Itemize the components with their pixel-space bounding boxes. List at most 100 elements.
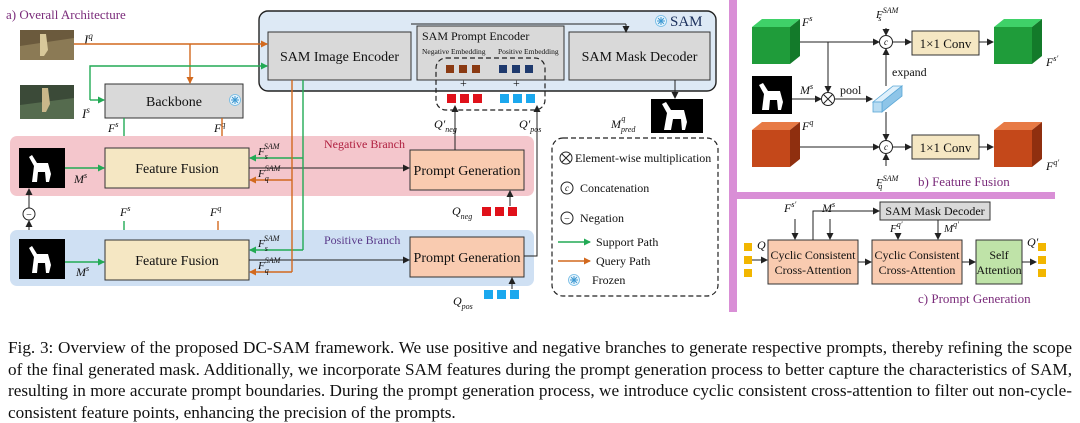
b-fq-prime-label: Fq′ [1045,158,1059,173]
pred-mask-label: Mpredq [610,114,636,134]
panel-c-title: c) Prompt Generation [918,291,1031,306]
c-self-attention-line2: Attention [976,263,1021,277]
c-self-attention [975,239,1023,285]
legend-query: Query Path [596,254,650,268]
c-cca-2-line2: Cross-Attention [879,263,956,277]
sam-frozen-icon [655,15,667,27]
qpos-tokens [484,290,519,299]
support-path-to-sam [89,62,268,100]
legend-concat: Concatenation [580,181,649,195]
qneg-label: Qneg [452,204,472,221]
neg-prompt-generation [409,149,525,191]
b-conv-top [911,30,980,56]
c-self-attention-line1: Self [989,248,1008,262]
svg-text:c: c [884,142,888,152]
backbone-fq-label: Fq [213,120,225,135]
fq-output-cube [994,122,1042,167]
neg-fs-sam-label: FsSAM [257,142,281,161]
fq-input-cube [752,122,800,167]
sam-image-encoder-label: SAM Image Encoder [280,50,399,65]
negative-embedding-label: Negative Embedding [422,47,486,56]
c-query-tokens [744,243,752,277]
b-pooled-vector [871,85,904,113]
plus-sign-pos: + [513,76,520,90]
query-image-label: Iq [83,31,93,47]
sam-prompt-encoder-label: SAM Prompt Encoder [422,29,529,43]
pos-feature-fusion [104,239,250,281]
support-image-label: Is [81,105,90,121]
svg-text:−: − [564,214,570,225]
c-cca-2 [871,239,963,285]
sam-image-encoder [267,31,412,81]
c-q-label: Q [757,238,766,252]
backbone [104,83,244,119]
c-output-tokens [1038,243,1046,277]
negative-branch-label: Negative Branch [324,137,405,151]
c-cca1-to-decoder [812,207,880,240]
neg-feature-fusion [104,147,250,189]
pos-fq-input-label: Fq [209,204,221,219]
c-q-prime-label: Q′ [1027,235,1039,249]
backbone-fs-label: Fs [107,120,118,135]
prompt-tokens-box [435,57,546,111]
b-fs-label: Fs [801,14,812,29]
pos-prompt-generation [409,236,525,278]
sam-label: SAM [670,14,703,30]
pos-mask-label: Ms [75,264,89,279]
legend-support: Support Path [596,235,658,249]
c-fq-prime-label: Fq′ [889,220,903,235]
b-conv-top-label: 1×1 Conv [920,36,972,51]
horizontal-separator [737,192,1055,199]
positive-embedding-tokens [499,65,533,73]
neg-mask-label: Ms [73,171,87,186]
qpos-label: Qpos [453,294,473,311]
plus-sign-neg: + [460,76,467,90]
legend-box [551,137,719,297]
fs-input-cube [752,19,800,64]
legend-frozen: Frozen [592,273,625,287]
panel-a-title: a) Overall Architecture [6,7,126,22]
c-sam-mask-decoder [879,201,991,221]
backbone-label: Backbone [146,95,202,110]
c-fs-prime-label: Fs′ [783,200,796,215]
b-pool-label: pool [840,83,862,97]
panel-b-title: b) Feature Fusion [918,174,1010,189]
pos-fs-sam-label: FsSAM [257,234,281,253]
b-expand-label: expand [892,65,927,79]
sam-mask-decoder [568,31,711,81]
backbone-frozen-icon [229,94,241,106]
c-cca-1 [767,239,859,285]
pos-feature-fusion-label: Feature Fusion [135,254,219,269]
b-ms-label: Ms [799,82,813,97]
neg-prompt-generation-label: Prompt Generation [414,164,521,179]
negative-embedding-tokens [446,65,480,73]
legend-elementwise: Element-wise multiplication [575,151,711,165]
qneg-prime-label: Q′neg [434,117,457,134]
svg-text:−: − [26,210,32,221]
c-cca-2-line1: Cyclic Consistent [875,248,961,262]
negative-prompt-tokens [447,94,482,103]
legend-frozen-icon [568,274,580,286]
qneg-tokens [482,207,517,216]
sam-prompt-encoder [416,25,565,81]
pos-prompt-to-sam [524,105,541,257]
c-sam-mask-decoder-label: SAM Mask Decoder [885,204,984,218]
positive-embedding-label: Positive Embedding [498,47,559,56]
architecture-figure: a) Overall Architecture SAM SAM Image En… [6,0,1059,312]
c-ms-label: Ms [821,200,835,215]
legend-concat-symbol [560,181,574,195]
b-fq-label: Fq [801,118,813,133]
qpos-prime-label: Q′pos [519,117,541,134]
fs-output-cube [994,19,1042,64]
legend-negation: Negation [580,211,624,225]
svg-text:c: c [884,37,888,47]
c-cca-1-line2: Cross-Attention [775,263,852,277]
b-conv-bottom-label: 1×1 Conv [920,140,972,155]
neg-feature-fusion-label: Feature Fusion [135,162,219,177]
svg-text:c: c [565,183,569,193]
vertical-separator [729,0,737,312]
figure-caption: Fig. 3: Overview of the proposed DC-SAM … [8,338,1072,422]
pos-fs-input-label: Fs [119,204,130,219]
